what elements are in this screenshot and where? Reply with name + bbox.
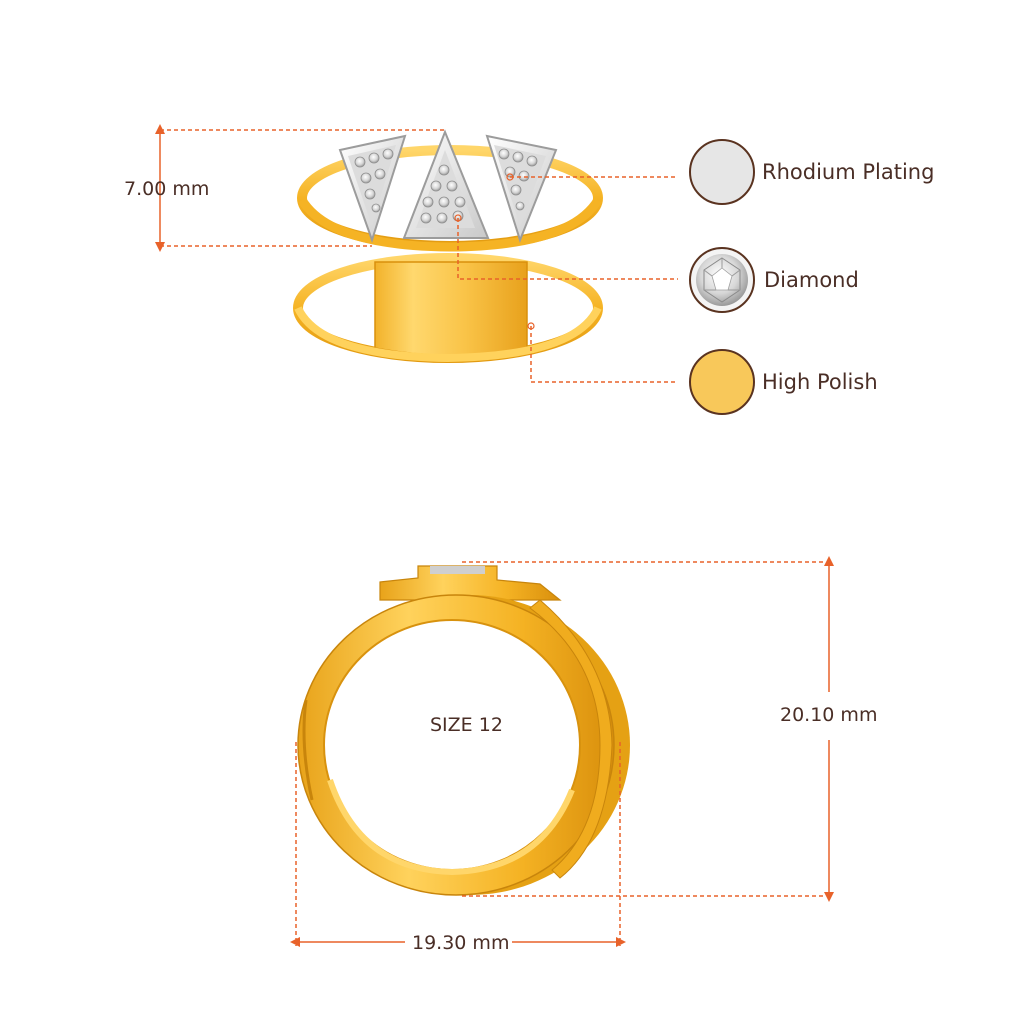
legend-label-diamond: Diamond [764,268,859,292]
ring-size-label: SIZE 12 [430,714,503,736]
rhodium-swatch-icon [689,139,755,205]
pave-triangles [338,129,558,244]
side-dim-lines [295,561,830,946]
outer-width-label: 19.30 mm [412,932,510,954]
outer-height-label: 20.10 mm [780,704,878,726]
high-polish-swatch-icon [689,349,755,415]
legend-label-rhodium: Rhodium Plating [762,160,935,184]
ring-height-label: 7.00 mm [124,178,210,200]
diamond-facets [696,254,748,306]
ring-side-view [297,565,630,896]
leader-lines [160,129,678,383]
legend-label-high-polish: High Polish [762,370,878,394]
legend-swatches [689,139,755,415]
ring-front-view [159,129,678,383]
inner-plate [374,261,528,357]
